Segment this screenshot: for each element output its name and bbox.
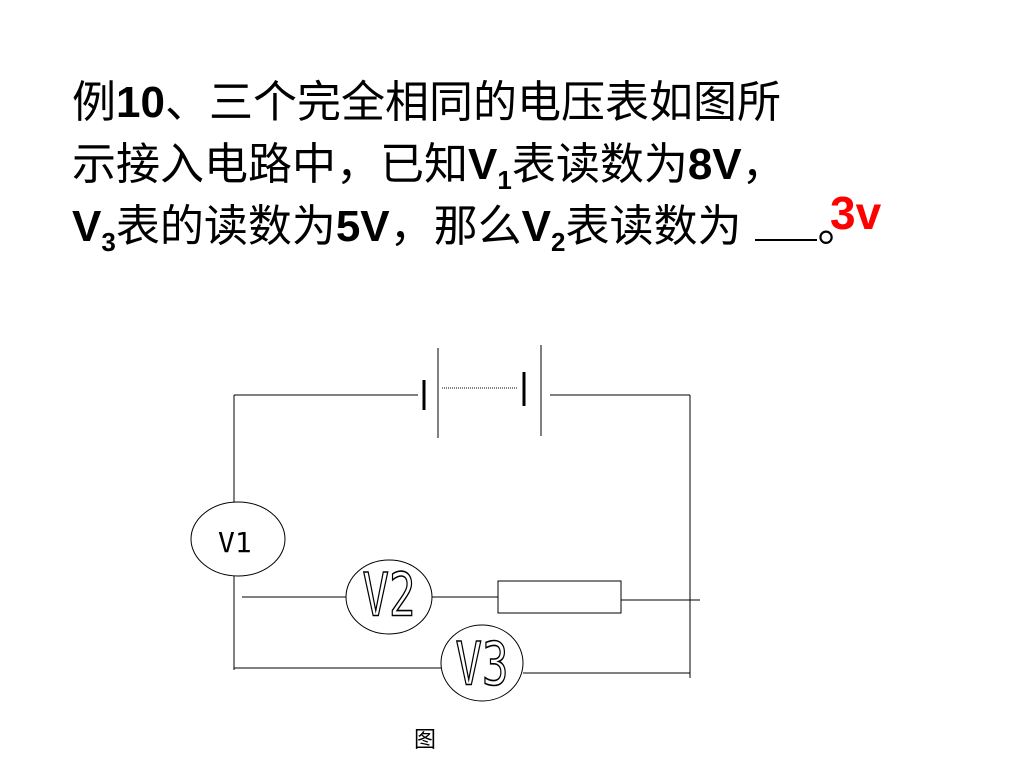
voltmeter-v1 <box>190 501 286 577</box>
question-line-2: 示接入电路中，已知V1表读数为8V， <box>72 134 972 196</box>
subscript: 2 <box>551 227 566 257</box>
text-segment: ， <box>741 139 786 190</box>
resistor-icon <box>497 580 622 614</box>
symbol-v: V <box>521 202 552 251</box>
text-segment: ，那么 <box>389 201 522 252</box>
answer-blank <box>755 203 818 241</box>
text-segment: 示接入电路中，已知 <box>72 139 468 190</box>
answer-text: 3v <box>830 187 882 239</box>
text-segment: 表读数为 <box>565 201 742 252</box>
text-segment: 、三个完全相同的电压表如图所 <box>164 77 781 128</box>
figure-caption: 图 <box>414 728 437 753</box>
text-segment: 表读数为 <box>511 139 688 190</box>
symbol-v: V <box>468 140 498 189</box>
subscript: 1 <box>497 165 512 195</box>
v2-label: V2 <box>363 561 416 630</box>
text-segment: 。 <box>817 201 862 252</box>
question-line-3: V3表的读数为5V，那么V2表读数为 。 <box>72 196 972 258</box>
value-8v: 8V <box>687 140 742 189</box>
question-text: 例10、三个完全相同的电压表如图所 示接入电路中，已知V1表读数为8V， V3表… <box>72 72 972 258</box>
v1-label: V1 <box>218 526 252 559</box>
question-line-1: 例10、三个完全相同的电压表如图所 <box>72 72 972 134</box>
text-segment: 表的读数为 <box>115 201 336 252</box>
text-segment: 例 <box>72 77 116 128</box>
v3-label: V3 <box>456 630 509 699</box>
voltmeter-v2 <box>345 559 433 635</box>
voltmeter-v3 <box>440 624 524 702</box>
symbol-v: V <box>72 202 102 251</box>
value-5v: 5V <box>335 202 390 251</box>
example-number: 10 <box>116 78 165 127</box>
subscript: 3 <box>101 227 116 257</box>
battery-icon <box>422 345 542 438</box>
